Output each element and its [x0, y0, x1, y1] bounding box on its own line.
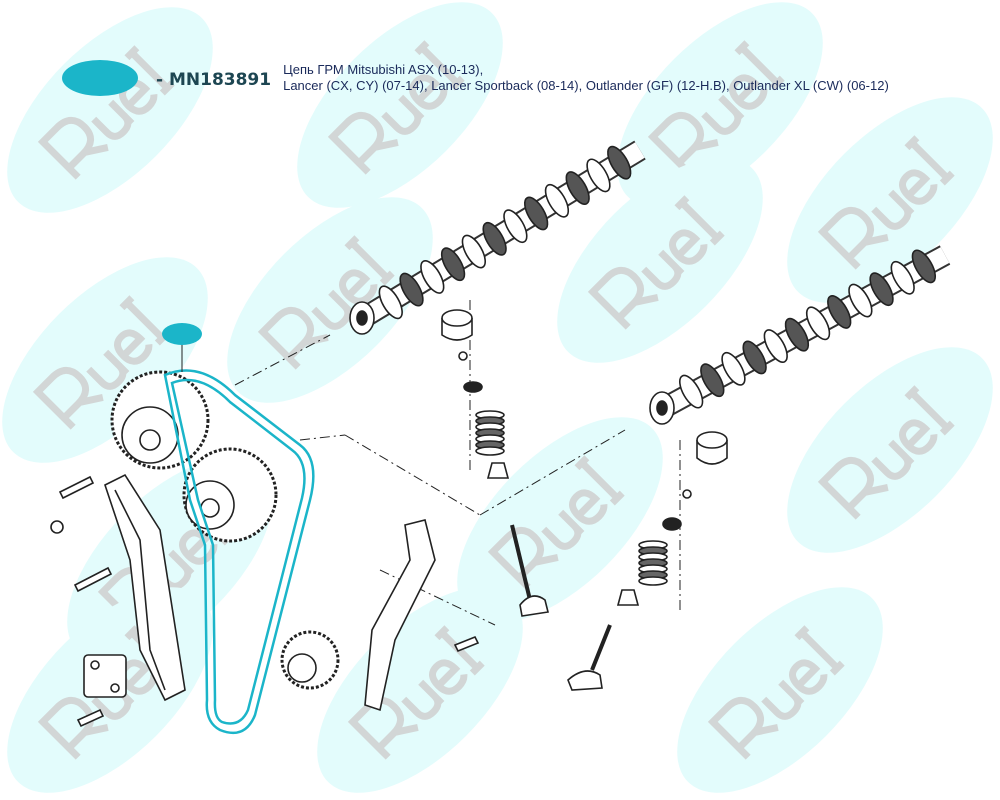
cam-lobe	[420, 260, 445, 294]
watermark-logo	[617, 2, 823, 208]
cam-lobe	[607, 145, 632, 180]
cam-lobe	[742, 340, 767, 375]
cam-lobe	[805, 306, 831, 341]
part-description: Цепь ГРМ Mitsubishi ASX (10-13), Lancer …	[283, 62, 889, 94]
cam-lobe	[848, 283, 873, 318]
crank-sprocket	[280, 630, 340, 690]
cam-lobe	[503, 209, 528, 244]
callout-marker	[162, 323, 202, 345]
cam-lobe	[378, 285, 403, 320]
valve-spring-coil	[638, 576, 668, 586]
watermark-logo	[7, 7, 213, 213]
cam-lobe	[890, 260, 915, 295]
intake-camshaft	[349, 140, 646, 335]
cam-lobe	[763, 329, 788, 363]
valve-spring-coil	[475, 446, 505, 456]
description-line-2: Lancer (CX, CY) (07-14), Lancer Sportbac…	[283, 78, 889, 93]
cam-lobe	[911, 249, 937, 284]
watermark-lettering	[32, 295, 170, 430]
cam-lobe	[869, 272, 894, 307]
watermark-lettering	[257, 235, 395, 370]
valve-parts-right	[567, 431, 728, 691]
watermark-logo	[457, 417, 663, 623]
chain-tensioner	[83, 654, 127, 698]
watermark-logo	[227, 197, 433, 403]
bolts	[50, 475, 480, 728]
cam-lobe	[721, 351, 746, 386]
chain-guide-left	[104, 473, 186, 702]
cam-lobe	[399, 272, 424, 307]
cam-lobe	[461, 234, 487, 269]
timing-chain	[163, 369, 315, 735]
cam-lobe	[586, 158, 611, 193]
cam-lobe	[544, 183, 570, 218]
bullet-marker	[62, 60, 138, 96]
watermark-logo	[297, 2, 503, 208]
watermark-logo	[677, 587, 883, 793]
watermark-logo	[557, 157, 763, 363]
cam-lobe	[523, 196, 549, 231]
watermark-lettering	[817, 135, 955, 270]
cam-lobe	[827, 295, 852, 329]
cam-lobe	[678, 374, 704, 409]
intake-sprocket	[110, 370, 210, 470]
watermark-lettering	[327, 40, 465, 175]
cam-lobe	[700, 363, 725, 398]
watermark-logo	[787, 97, 993, 303]
exhaust-camshaft	[649, 245, 951, 425]
part-number: - MN183891	[156, 70, 272, 90]
header: - MN183891 Цепь ГРМ Mitsubishi ASX (10-1…	[62, 60, 889, 96]
watermark-lettering	[487, 455, 625, 590]
chain-guide-right	[364, 519, 436, 712]
watermark-logo	[2, 257, 208, 463]
description-line-1: Цепь ГРМ Mitsubishi ASX (10-13),	[283, 62, 484, 77]
watermark-lettering	[587, 195, 725, 330]
exhaust-sprocket	[182, 447, 278, 543]
cam-lobe	[565, 171, 590, 205]
watermark-lettering	[707, 625, 845, 760]
watermark-lettering	[817, 385, 955, 520]
cam-lobe	[784, 317, 810, 352]
watermark-lettering	[647, 40, 785, 175]
cam-lobe	[482, 221, 507, 256]
valve-parts-left	[441, 309, 549, 617]
watermark-lettering	[37, 45, 175, 180]
watermark-logo	[787, 347, 993, 553]
cam-lobe	[440, 247, 466, 282]
